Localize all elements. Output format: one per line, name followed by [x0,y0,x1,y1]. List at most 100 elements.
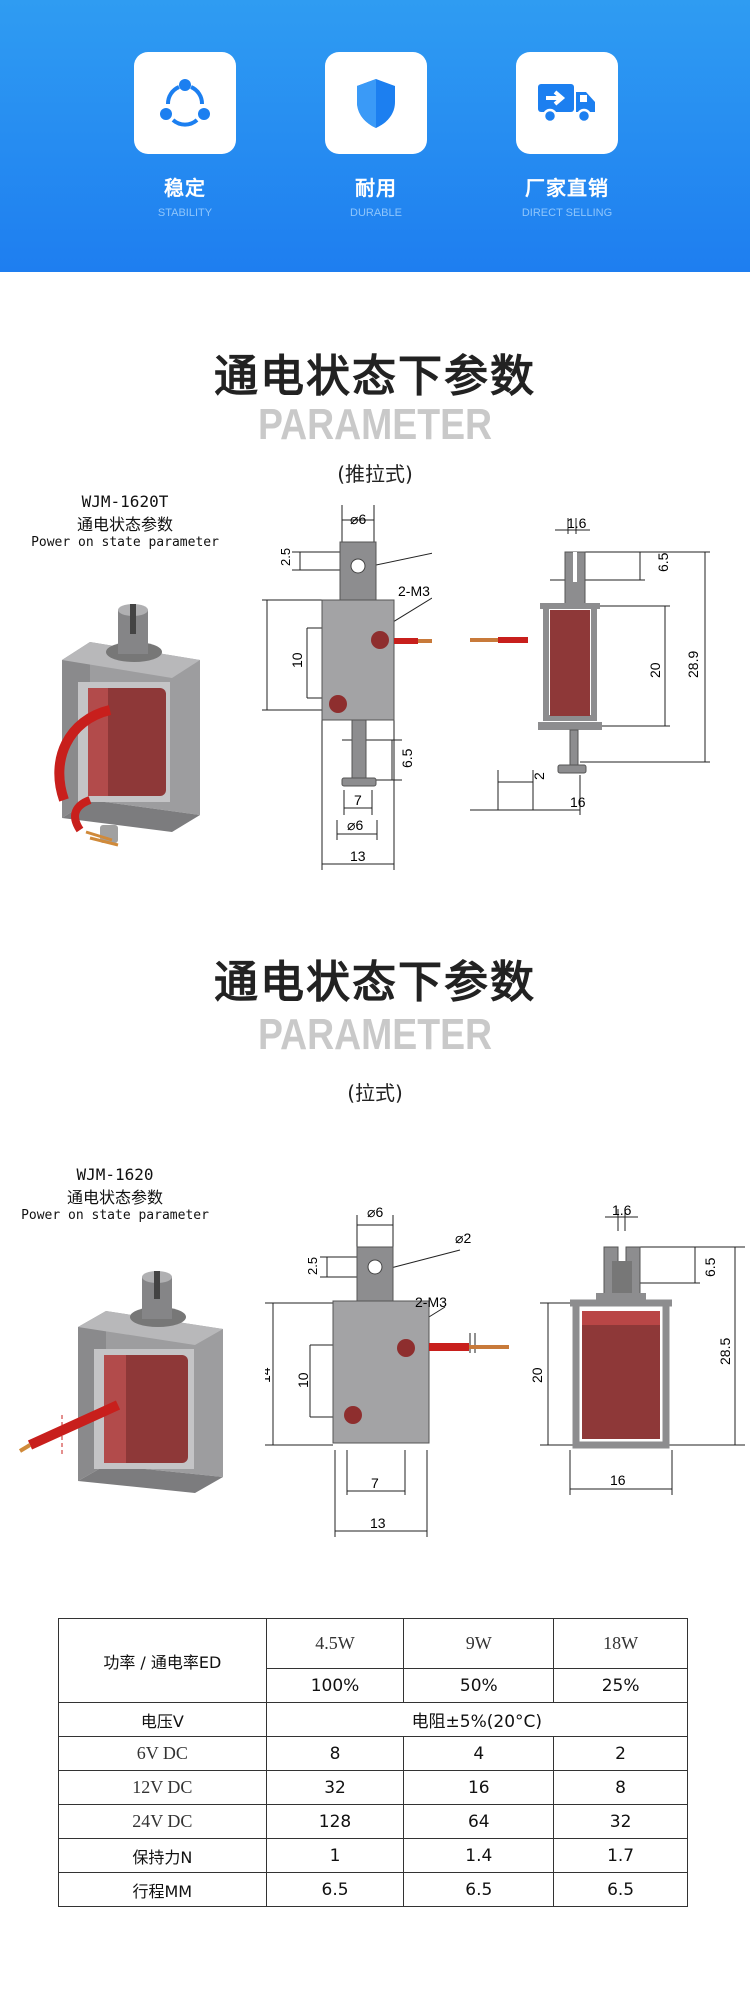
dim-m3-label: 2-M3 [398,583,430,599]
dim-phi6-label: ⌀6 [350,511,366,527]
solenoid-render-pull [18,1271,223,1493]
value-cell: 8 [265,1736,405,1771]
table-row: 12V DC 32 16 8 [58,1770,688,1805]
dim-20-label: 20 [529,1367,545,1383]
front-view-drawing-2: ⌀6 ⌀2 2.5 2-M3 14 10 7 13 [265,1204,509,1537]
dim-7-label: 7 [371,1475,379,1491]
front-view-drawing-1: ⌀6 ⌀2 2.5 2-M3 14 10 6.5 7 ⌀6 13 [262,505,432,870]
model-caption-en: Power on state parameter [31,535,219,550]
feature-title: 稳定 [164,176,206,200]
model-label: WJM-1620 通电状态参数 Power on state parameter [10,1165,220,1223]
feature-subtitle: STABILITY [157,207,213,219]
feature-banner: 稳定 STABILITY 耐用 DURABLE 厂 [0,0,750,272]
table-row: 24V DC 128 64 32 [58,1804,688,1839]
table-row: 电压V 电阻±5%(20°C) [58,1702,689,1737]
dim-7-label: 7 [354,792,362,808]
section-subtitle: (推拉式) [337,462,413,486]
solenoid-render-push-pull [54,604,200,847]
power-cell: 9W [403,1618,555,1669]
model-caption-en: Power on state parameter [21,1208,209,1223]
row-label: 行程MM [58,1872,267,1907]
side-view-drawing-1: 1.6 6.5 20 28.9 2 16 [470,515,710,815]
model-label: WJM-1620T 通电状态参数 Power on state paramete… [20,492,230,550]
section-title: 通电状态下参数 [214,957,536,1008]
dim-20-label: 20 [647,662,663,678]
resistance-label: 电阻±5%(20°C) [265,1702,689,1737]
dim-6-5-label: 6.5 [399,748,415,768]
model-number: WJM-1620 [76,1165,154,1184]
share-icon [160,79,210,127]
value-cell: 6.5 [403,1872,555,1907]
dim-16-label: 16 [570,794,586,810]
truck-icon [538,84,595,124]
value-cell: 6.5 [553,1872,688,1907]
table-row: 功率 / 通电率ED 4.5W 9W 18W [58,1618,688,1703]
dim-phi6-label: ⌀6 [367,1204,383,1220]
dim-14-label: 14 [265,1367,273,1383]
row-label: 12V DC [58,1770,267,1805]
feature-direct-selling: 厂家直销 DIRECT SELLING [516,52,618,219]
value-cell: 32 [553,1804,688,1839]
value-cell: 4 [403,1736,555,1771]
dim-16-label: 16 [610,1472,626,1488]
dim-2-label: 2 [531,772,547,780]
feature-subtitle: DURABLE [350,207,402,219]
section-subtitle: (拉式) [347,1081,403,1105]
dim-10-label: 10 [289,652,305,668]
dim-2-5-label: 2.5 [305,1257,320,1275]
dim-1-6-label: 1.6 [567,515,587,531]
model-number: WJM-1620T [81,492,169,511]
feature-icon-box [134,52,236,154]
dim-28-9-label: 28.9 [685,651,701,678]
value-cell: 2 [553,1736,688,1771]
dim-14-label: 14 [262,646,265,662]
table-row: 保持力N 1 1.4 1.7 [58,1838,688,1873]
dim-phi6b-label: ⌀6 [347,817,363,833]
duty-cell: 25% [553,1668,688,1703]
dim-6-5-label: 6.5 [702,1257,718,1277]
feature-icon-box [516,52,618,154]
section-title-en: PARAMETER [257,400,493,449]
dim-2-5-label: 2.5 [278,548,293,566]
feature-stability: 稳定 STABILITY [134,52,236,219]
feature-subtitle: DIRECT SELLING [521,207,613,219]
row-label: 6V DC [58,1736,267,1771]
table-row: 100% 50% 25% [59,1668,688,1703]
value-cell: 6.5 [265,1872,405,1907]
feature-icon-box [325,52,427,154]
dim-phi2-label: ⌀2 [455,1230,471,1246]
shield-icon [357,79,395,128]
feature-durable: 耐用 DURABLE [325,52,427,219]
value-cell: 64 [403,1804,555,1839]
dim-10-label: 10 [295,1372,311,1388]
dim-13-label: 13 [370,1515,386,1531]
row-label: 24V DC [58,1804,267,1839]
dim-6-5b-label: 6.5 [655,552,671,572]
model-caption-cn: 通电状态参数 [66,1188,163,1207]
spec-table: 功率 / 通电率ED 4.5W 9W 18W 100% 50% 25% 电压V … [58,1618,689,1907]
value-cell: 8 [553,1770,688,1805]
dim-1-6-label: 1.6 [612,1202,632,1218]
feature-title: 厂家直销 [525,176,609,200]
power-duty-label: 功率 / 通电率ED [58,1618,267,1703]
value-cell: 1.4 [403,1838,555,1873]
section-title-en: PARAMETER [257,1010,493,1059]
dim-28-5-label: 28.5 [717,1338,733,1365]
model-caption-cn: 通电状态参数 [76,515,173,534]
duty-cell: 50% [403,1668,555,1703]
value-cell: 1 [265,1838,405,1873]
power-cell: 4.5W [265,1618,405,1669]
dim-13-label: 13 [350,848,366,864]
value-cell: 32 [265,1770,405,1805]
side-view-drawing-2: 1.6 6.5 20 28.5 16 [529,1202,745,1495]
row-label: 保持力N [58,1838,267,1873]
table-row: 6V DC 8 4 2 [58,1736,688,1771]
table-row: 行程MM 6.5 6.5 6.5 [58,1872,688,1907]
section-title: 通电状态下参数 [214,351,536,402]
value-cell: 128 [265,1804,405,1839]
feature-title: 耐用 [355,176,397,200]
value-cell: 16 [403,1770,555,1805]
power-cell: 18W [553,1618,688,1669]
duty-cell: 100% [265,1668,405,1703]
voltage-label: 电压V [58,1702,267,1737]
